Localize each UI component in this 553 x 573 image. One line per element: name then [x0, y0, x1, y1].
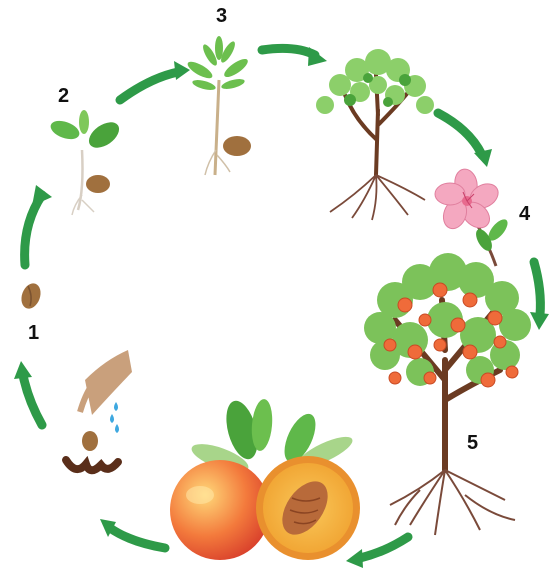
cycle-arrow-icon [25, 185, 52, 265]
cycle-arrow-icon [100, 519, 165, 548]
stage-number-3: 3 [216, 6, 227, 26]
fruit-tree-icon [364, 253, 531, 535]
stage-number-1: 1 [28, 323, 39, 343]
sapling-icon [185, 36, 251, 175]
cycle-arrow-icon [120, 61, 190, 100]
seed-icon [18, 281, 44, 312]
cycle-arrow-icon [346, 537, 408, 568]
water-drops-icon [110, 402, 119, 433]
stage-number-2: 2 [58, 86, 69, 106]
young-tree-icon [316, 49, 434, 220]
cycle-arrow-icon [530, 262, 549, 330]
peach-fruit-icon [170, 397, 360, 560]
cycle-arrow-icon [262, 47, 327, 66]
seedling-icon [48, 110, 123, 215]
cycle-arrow-icon [438, 113, 492, 167]
sprouting-seed-icon [66, 350, 132, 470]
stage-number-5: 5 [467, 433, 478, 453]
stage-number-4: 4 [519, 204, 530, 224]
cycle-arrow-icon [14, 361, 42, 425]
blossom-icon [435, 167, 511, 266]
